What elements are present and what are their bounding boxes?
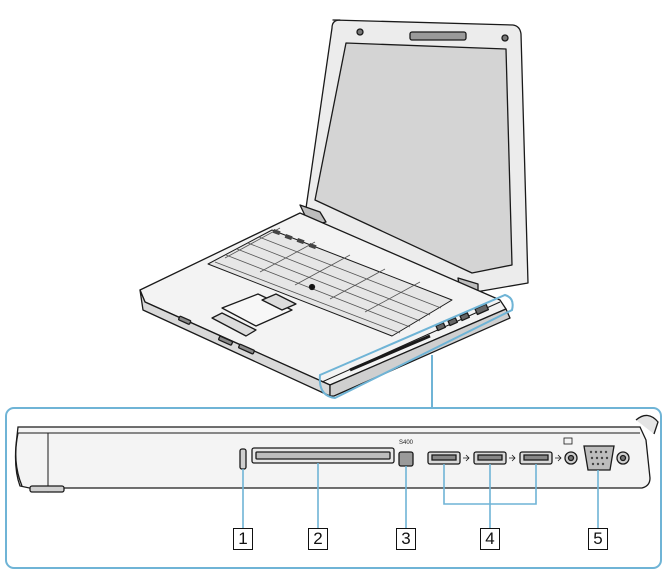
callout-label-4: 4 xyxy=(480,528,500,550)
callout-label-2: 2 xyxy=(308,528,328,550)
laptop-illustration xyxy=(139,19,529,397)
highlight-outline xyxy=(318,293,514,400)
base-pc-card-slot xyxy=(349,334,431,372)
pc-card-eject-button xyxy=(239,448,247,470)
touchpad-buttons xyxy=(211,312,257,337)
ilink-port xyxy=(398,451,414,467)
lid-top-bar xyxy=(409,31,467,41)
screen xyxy=(314,42,513,274)
zoom-frame xyxy=(5,407,662,569)
callout-label-3: 3 xyxy=(396,528,416,550)
leader-lines xyxy=(242,463,599,528)
base-right-side xyxy=(329,308,511,397)
monitor-port xyxy=(583,445,615,471)
callout-label-5: 5 xyxy=(588,528,608,550)
ilink-port-label: S400 xyxy=(399,440,414,446)
callout-label-1: 1 xyxy=(233,528,253,550)
side-view xyxy=(14,414,659,493)
